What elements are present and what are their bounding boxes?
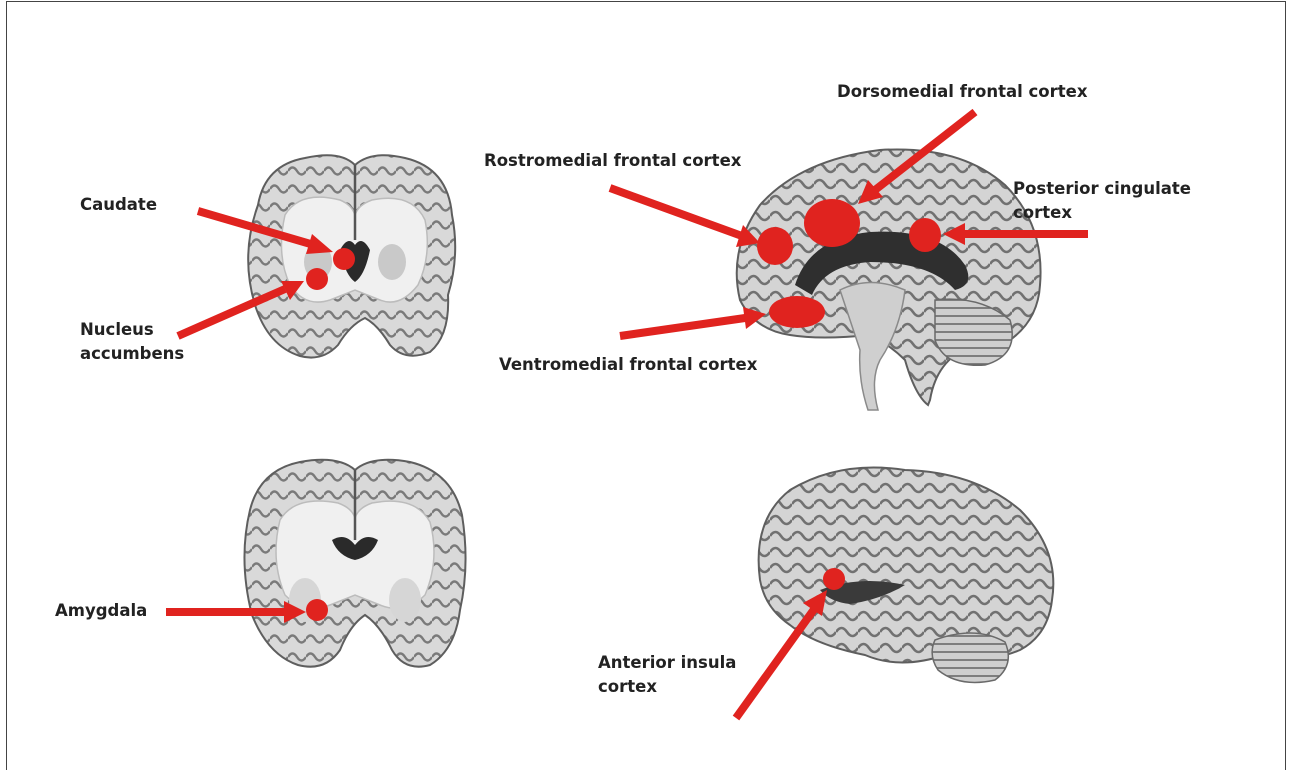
dorsomedial-marker — [804, 199, 860, 247]
ventromedial-marker — [769, 296, 825, 328]
caudate-marker — [333, 248, 355, 270]
rostromedial-label: Rostromedial frontal cortex — [484, 149, 741, 173]
nucleus-accumbens-marker — [306, 268, 328, 290]
nucleus-accumbens-label: Nucleus accumbens — [80, 318, 184, 366]
posterior-cingulate-label: Posterior cingulate cortex — [1013, 177, 1191, 225]
rostromedial-arrow — [610, 188, 742, 236]
caudate-label: Caudate — [80, 193, 157, 217]
anterior-insula-label: Anterior insula cortex — [598, 651, 736, 699]
dorsomedial-label: Dorsomedial frontal cortex — [837, 80, 1088, 104]
amygdala-label: Amygdala — [55, 599, 147, 623]
sagittal-medial-brain — [737, 149, 1041, 410]
sagittal-lateral-brain — [759, 468, 1054, 683]
coronal-brain-slice-bottom — [244, 460, 465, 667]
amygdala-marker — [306, 599, 328, 621]
ventromedial-arrow — [620, 318, 745, 336]
anterior-insula-arrow — [736, 608, 815, 718]
rostromedial-marker — [757, 227, 793, 265]
posterior-cingulate-marker — [909, 218, 941, 252]
anterior-insula-marker — [823, 568, 845, 590]
ventromedial-label: Ventromedial frontal cortex — [499, 353, 757, 377]
